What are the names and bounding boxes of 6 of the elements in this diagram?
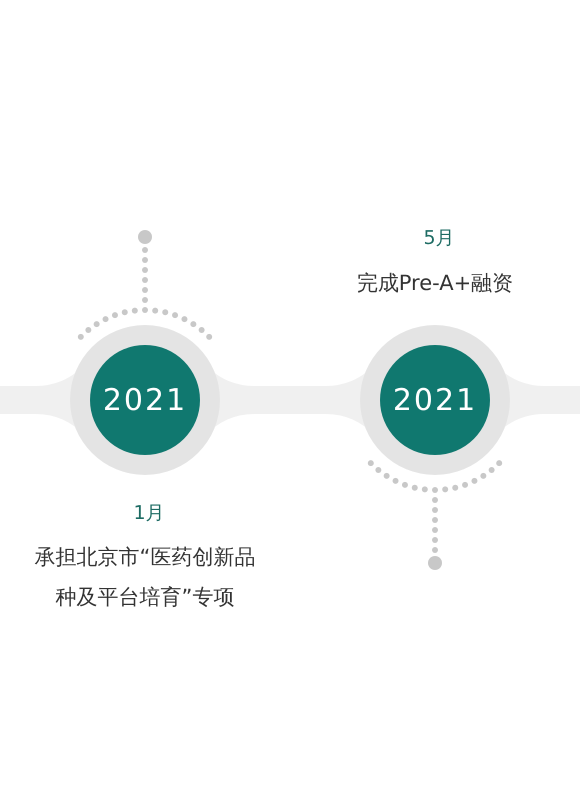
milestone-text: 完成Pre-A+融资 [356,270,514,297]
month-label: 1月 [132,501,166,526]
month-label: 5月 [422,226,456,251]
milestone-text: 承担北京市“医药创新品种及平台培育”专项 [34,544,256,611]
year-label: 2021 [392,382,478,418]
year-label: 2021 [102,382,188,418]
